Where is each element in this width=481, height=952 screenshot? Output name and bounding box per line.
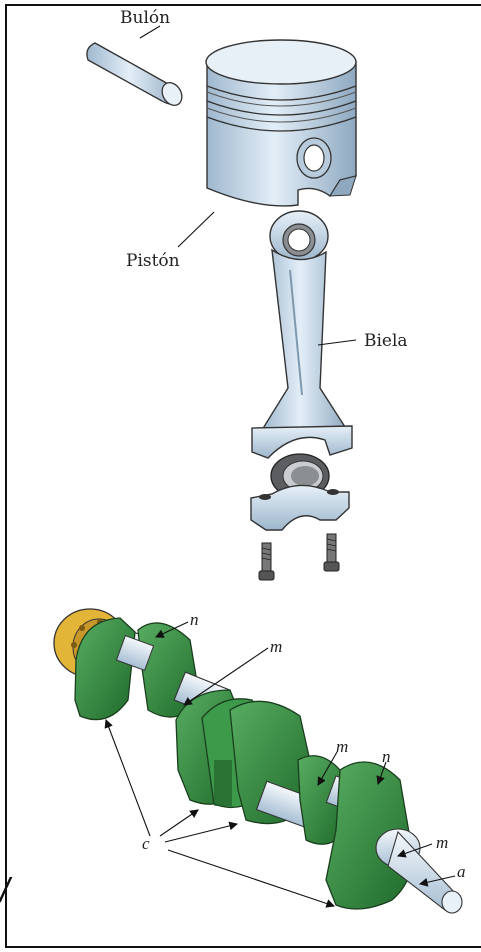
label-m-1: m: [270, 637, 282, 656]
label-m-3: m: [436, 833, 448, 852]
connecting-rod-icon: [251, 211, 352, 580]
biela-leader: [318, 340, 356, 345]
piston-icon: [206, 40, 356, 206]
label-a: a: [457, 862, 466, 881]
piston-pin-icon: [87, 43, 186, 109]
leader-c1: [106, 720, 150, 836]
label-n-1: n: [190, 610, 199, 629]
piston-leader: [178, 212, 214, 247]
label-bulon: Bulón: [120, 8, 170, 28]
label-c: c: [142, 834, 150, 853]
label-n-2: n: [382, 747, 391, 766]
label-m-2: m: [336, 737, 348, 756]
label-biela: Biela: [364, 331, 408, 351]
leader-c4: [168, 850, 334, 906]
leader-c2: [160, 810, 198, 836]
leader-c3: [165, 824, 237, 842]
label-piston: Pistón: [126, 251, 180, 271]
